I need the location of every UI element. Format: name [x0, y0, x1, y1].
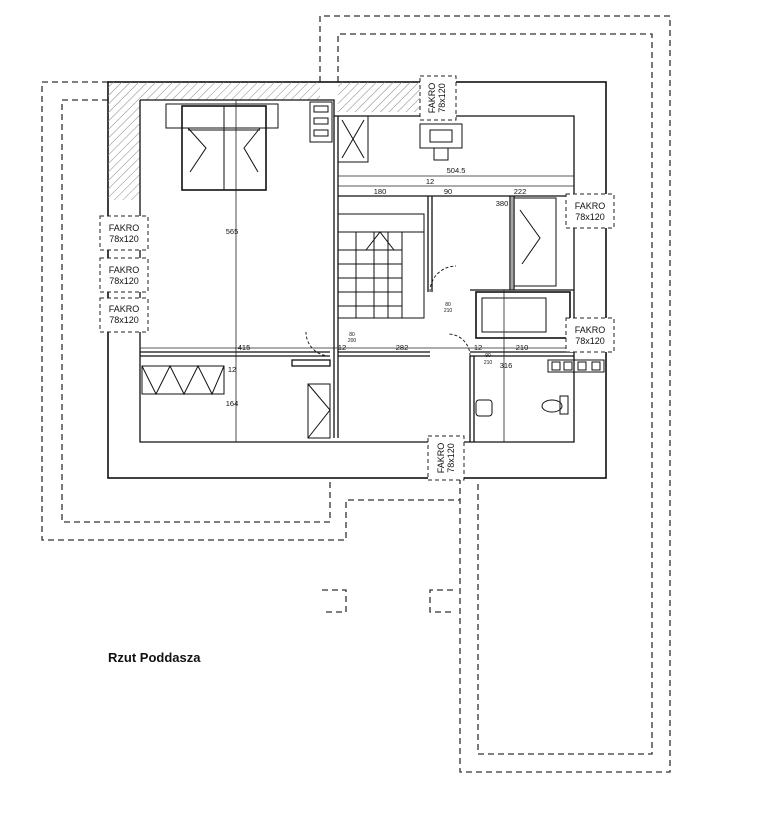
dim-12b: 12 — [338, 343, 346, 352]
dim-164: 164 — [226, 399, 239, 408]
window-bottom: FAKRO 78x120 — [427, 435, 465, 481]
window-top: FAKRO 78x120 — [419, 75, 457, 121]
fakro-windows: FAKRO 78x120 FAKRO 78x120 FAKRO 78x120 F… — [99, 75, 615, 481]
window-left-1: FAKRO 78x120 — [99, 215, 149, 251]
bathroom-fixtures — [475, 197, 571, 417]
bed — [165, 103, 279, 191]
window-left-2-name: FAKRO — [109, 265, 140, 275]
window-top-size: 78x120 — [437, 83, 447, 113]
dim-180: 180 — [374, 187, 387, 196]
dim-282: 282 — [396, 343, 409, 352]
dim-210: 210 — [516, 343, 529, 352]
dim-415: 415 — [238, 343, 251, 352]
dim-222: 222 — [514, 187, 527, 196]
window-left-2-size: 78x120 — [109, 276, 139, 286]
window-bottom-name: FAKRO — [436, 443, 446, 474]
dim-380: 380 — [496, 199, 509, 208]
window-right-1: FAKRO 78x120 — [565, 193, 615, 229]
window-right-2-name: FAKRO — [575, 325, 606, 335]
door-b-top: 80 — [445, 302, 451, 308]
window-left-1-name: FAKRO — [109, 223, 140, 233]
door-b-bot: 210 — [444, 308, 453, 314]
window-right-2: FAKRO 78x120 — [565, 317, 615, 353]
roof-outline — [41, 15, 671, 773]
window-left-1-size: 78x120 — [109, 234, 139, 244]
window-top-name: FAKRO — [427, 83, 437, 114]
window-bottom-size: 78x120 — [446, 443, 456, 473]
window-right-1-size: 78x120 — [575, 212, 605, 222]
dim-565: 565 — [226, 227, 239, 236]
dimension-labels: 504.5 180 12 90 222 380 565 415 282 210 … — [226, 166, 529, 408]
window-right-1-name: FAKRO — [575, 201, 606, 211]
window-left-3: FAKRO 78x120 — [99, 297, 149, 333]
dim-90: 90 — [444, 187, 452, 196]
dimension-lines — [140, 100, 574, 442]
shelf-unit — [309, 101, 333, 143]
door-a-bot: 200 — [348, 338, 357, 344]
door-c-top: 90 — [485, 353, 491, 359]
doors — [305, 265, 471, 357]
window-right-2-size: 78x120 — [575, 336, 605, 346]
vent-blocks — [547, 359, 605, 373]
door-c-bot: 210 — [484, 360, 493, 366]
dim-12c: 12 — [474, 343, 482, 352]
desk — [419, 123, 463, 161]
interior-walls — [139, 99, 575, 443]
dim-12a: 12 — [426, 177, 434, 186]
lower-wardrobe — [141, 364, 331, 439]
window-left-2: FAKRO 78x120 — [99, 257, 149, 293]
staircase — [337, 213, 425, 319]
dim-12v: 12 — [228, 365, 236, 374]
door-a-top: 80 — [349, 332, 355, 338]
dim-316: 316 — [500, 361, 513, 370]
dim-504-5: 504.5 — [447, 166, 466, 175]
plan-caption: Rzut Poddasza — [108, 650, 201, 665]
hatched-wall-top — [108, 82, 320, 200]
wardrobe — [337, 115, 369, 163]
window-left-3-size: 78x120 — [109, 315, 139, 325]
window-left-3-name: FAKRO — [109, 304, 140, 314]
hatched-wall-right — [338, 82, 420, 112]
